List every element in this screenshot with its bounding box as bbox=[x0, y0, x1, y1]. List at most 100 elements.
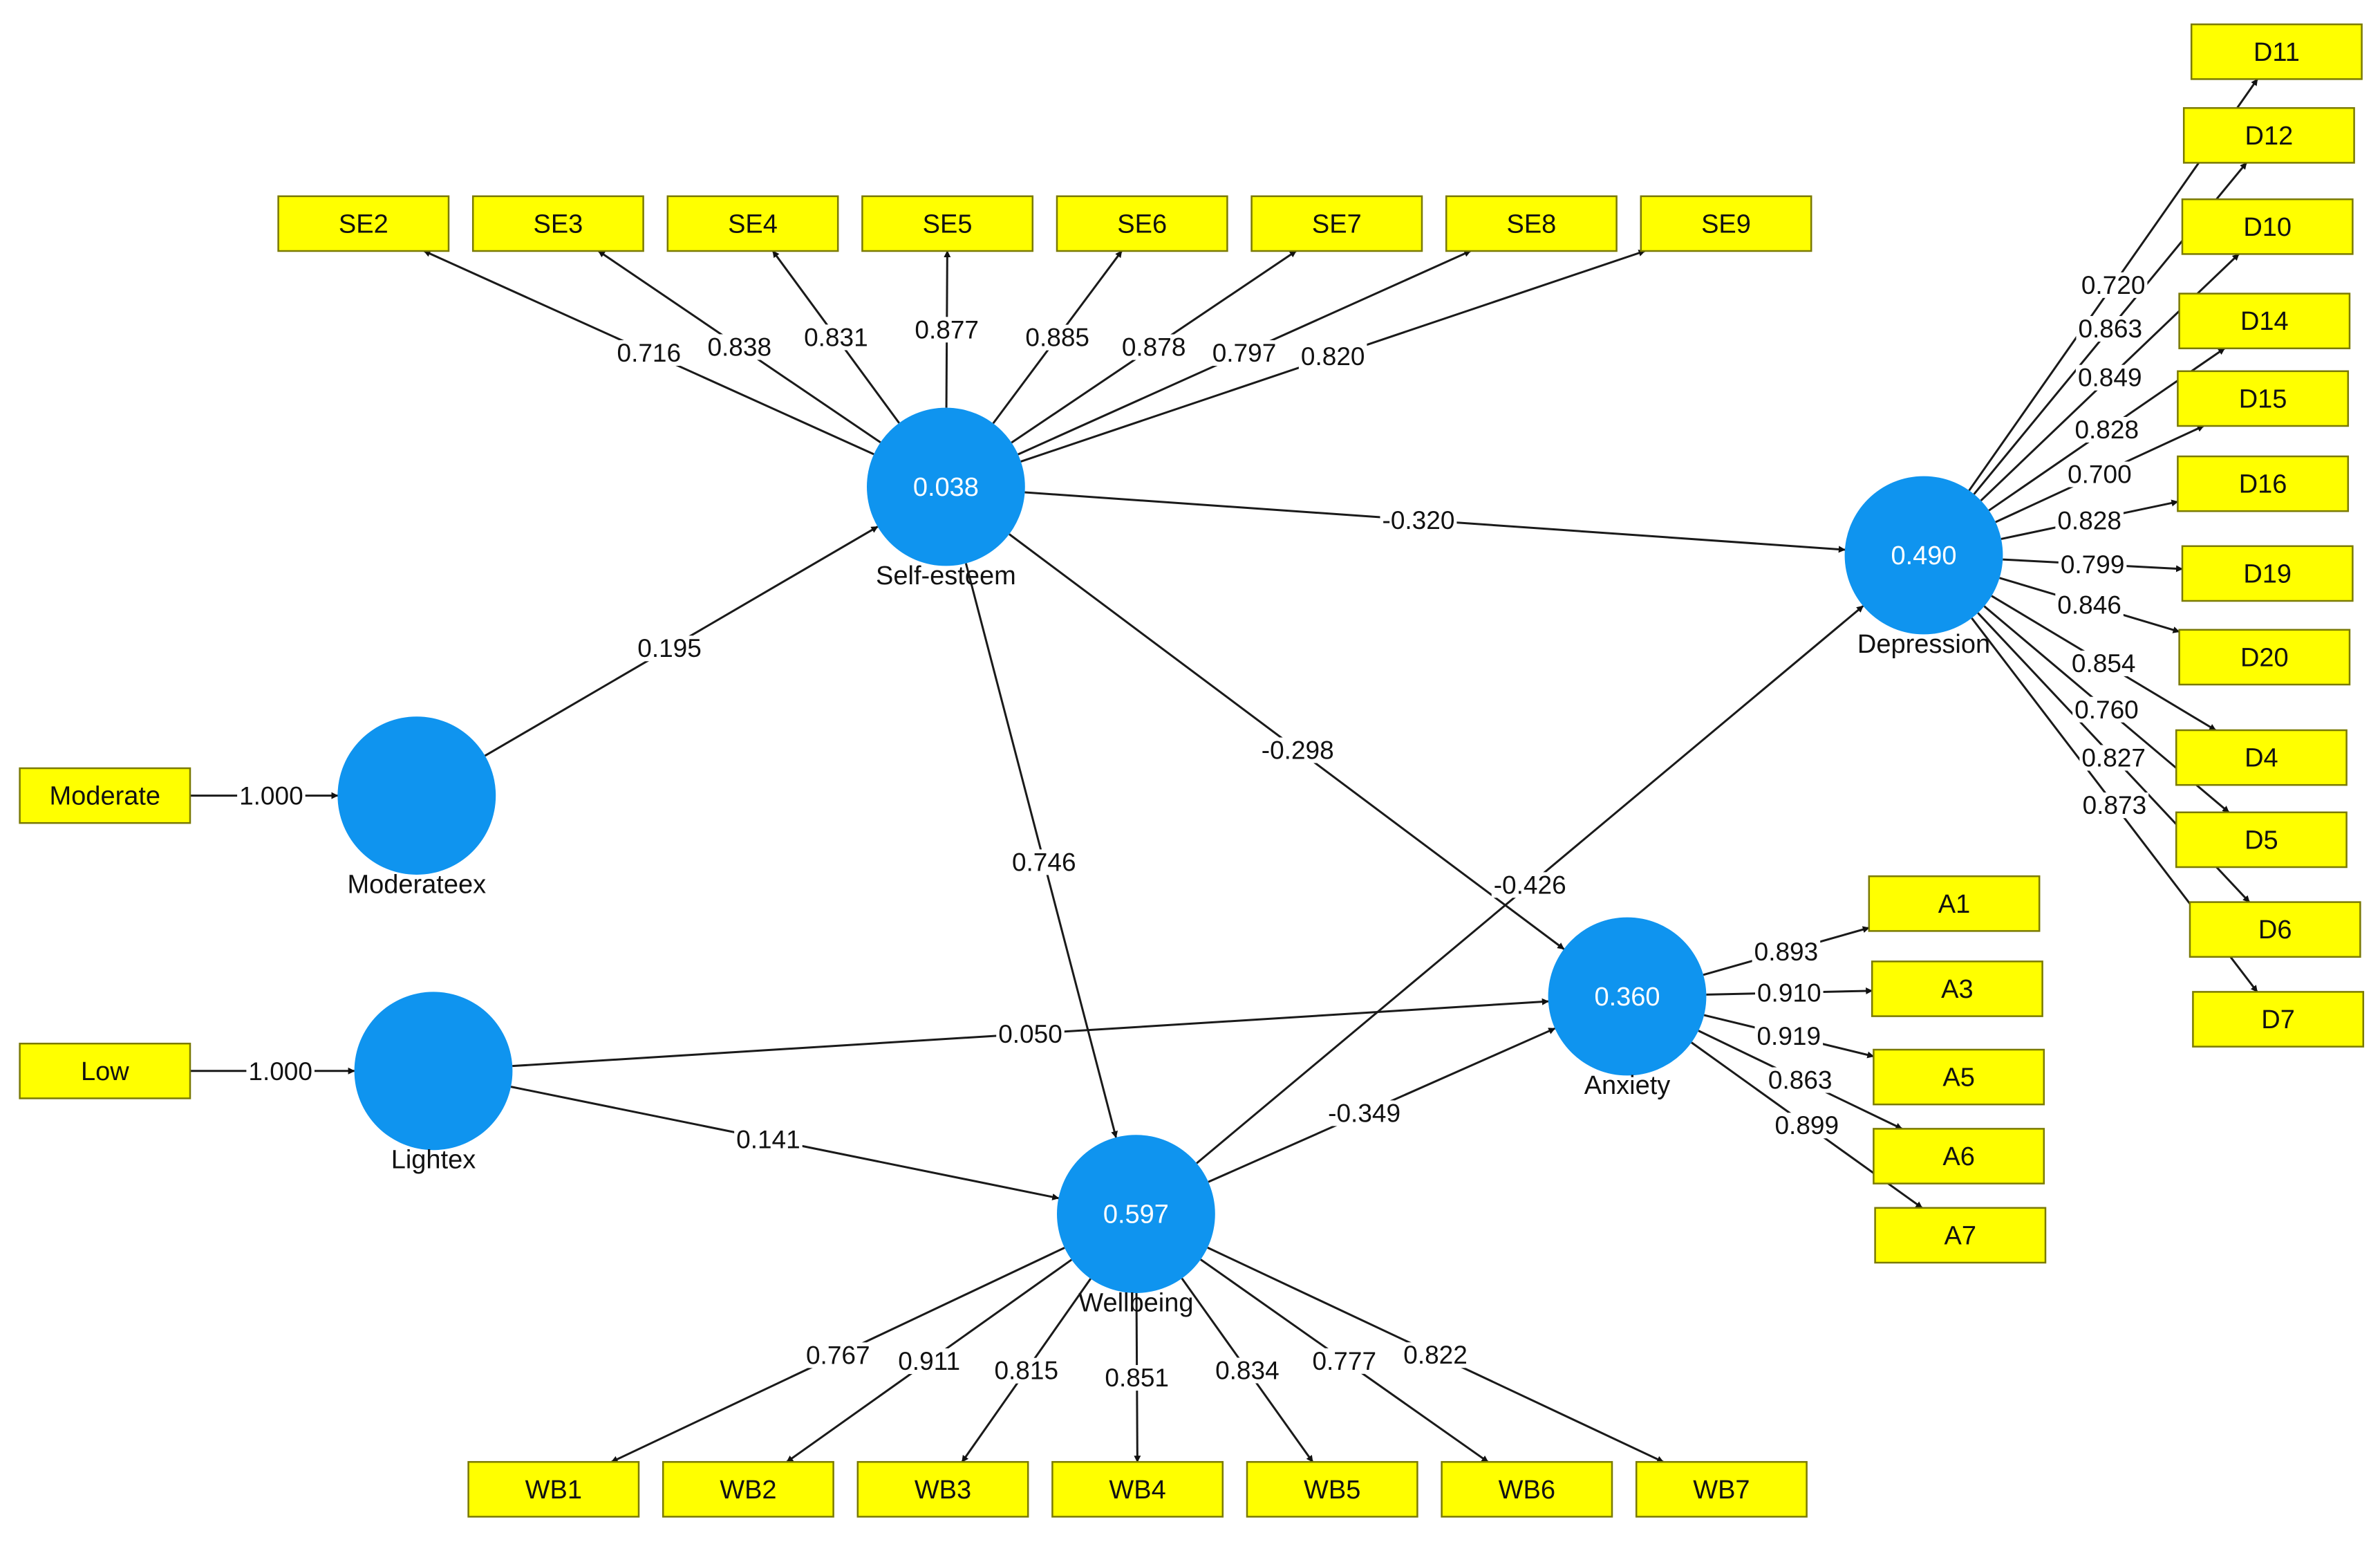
indicator-a3[interactable]: A3 bbox=[1871, 960, 2043, 1017]
loading-weight-depression-to-d14: 0.828 bbox=[2072, 416, 2142, 444]
indicator-a5[interactable]: A5 bbox=[1873, 1048, 2045, 1106]
indicator-se2[interactable]: SE2 bbox=[277, 195, 450, 252]
weight-label: 0.195 bbox=[637, 634, 702, 662]
latent-circle bbox=[337, 716, 496, 875]
indicator-wb6[interactable]: WB6 bbox=[1441, 1460, 1613, 1518]
indicator-a1[interactable]: A1 bbox=[1868, 875, 2041, 932]
indicator-box bbox=[1640, 195, 1812, 252]
weight-label-background bbox=[992, 1357, 1061, 1384]
indicator-box bbox=[2192, 991, 2365, 1048]
indicator-label: A6 bbox=[1942, 1142, 1974, 1171]
indicator-box bbox=[1635, 1460, 1808, 1518]
indicator-d7[interactable]: D7 bbox=[2192, 991, 2365, 1048]
path-weight-moderateex-to-self-esteem: 0.195 bbox=[635, 634, 704, 662]
path-weight-wellbeing-to-anxiety: -0.349 bbox=[1326, 1099, 1403, 1127]
loading-weight-depression-to-d19: 0.799 bbox=[2058, 550, 2127, 579]
indicator-box bbox=[1873, 1048, 2045, 1106]
indicator-a7[interactable]: A7 bbox=[1874, 1207, 2047, 1264]
indicator-wb5[interactable]: WB5 bbox=[1246, 1460, 1418, 1518]
indicator-se4[interactable]: SE4 bbox=[666, 195, 839, 252]
indicator-se7[interactable]: SE7 bbox=[1250, 195, 1423, 252]
weight-label-background bbox=[803, 1342, 872, 1368]
indicator-label: WB6 bbox=[1499, 1476, 1555, 1505]
indicator-box bbox=[856, 1460, 1029, 1518]
weight-label: 0.767 bbox=[806, 1341, 870, 1369]
indicator-d10[interactable]: D10 bbox=[2181, 198, 2354, 255]
loading-weight-depression-to-d11: 0.720 bbox=[2079, 271, 2148, 299]
weight-label: 0.828 bbox=[2057, 506, 2121, 535]
indicator-box bbox=[1874, 1207, 2047, 1264]
weight-label-background bbox=[2072, 416, 2142, 443]
indicator-d6[interactable]: D6 bbox=[2189, 901, 2361, 958]
indicator-a6[interactable]: A6 bbox=[1873, 1128, 2045, 1185]
loading-weight-depression-to-d16: 0.828 bbox=[2055, 506, 2124, 535]
weight-label: -0.349 bbox=[1328, 1099, 1400, 1127]
weight-label: 0.799 bbox=[2061, 550, 2125, 579]
indicator-d4[interactable]: D4 bbox=[2175, 729, 2348, 786]
weight-label-background bbox=[237, 783, 306, 809]
indicator-d14[interactable]: D14 bbox=[2178, 292, 2351, 350]
loading-weight-self-esteem-to-se7: 0.878 bbox=[1119, 333, 1188, 362]
indicator-box bbox=[666, 195, 839, 252]
indicator-se5[interactable]: SE5 bbox=[861, 195, 1034, 252]
indicator-d20[interactable]: D20 bbox=[2178, 629, 2351, 686]
indicator-se9[interactable]: SE9 bbox=[1640, 195, 1812, 252]
weight-label: 0.720 bbox=[2081, 271, 2146, 299]
indicator-label: A5 bbox=[1942, 1063, 1974, 1093]
weight-label-background bbox=[1772, 1113, 1842, 1139]
indicator-d12[interactable]: D12 bbox=[2182, 106, 2355, 164]
indicator-wb4[interactable]: WB4 bbox=[1051, 1460, 1224, 1518]
indicator-box bbox=[467, 1460, 640, 1518]
loading-weight-anxiety-to-a3: 0.910 bbox=[1754, 979, 1824, 1007]
indicator-d11[interactable]: D11 bbox=[2190, 23, 2363, 80]
indicator-label: D12 bbox=[2245, 122, 2294, 151]
weight-label-background bbox=[1103, 1365, 1172, 1391]
loading-weight-self-esteem-to-se8: 0.797 bbox=[1210, 339, 1279, 367]
indicator-box bbox=[2175, 729, 2348, 786]
indicator-d19[interactable]: D19 bbox=[2181, 545, 2354, 602]
indicator-box bbox=[2177, 455, 2350, 512]
indicator-label: D11 bbox=[2253, 38, 2300, 67]
weight-label: 0.141 bbox=[736, 1125, 800, 1153]
indicator-wb7[interactable]: WB7 bbox=[1635, 1460, 1808, 1518]
loading-weight-depression-to-d4: 0.854 bbox=[2069, 649, 2138, 678]
weight-label-background bbox=[2075, 364, 2144, 391]
latent-moderateex[interactable]: Moderateex bbox=[337, 716, 496, 899]
weight-label-background bbox=[1754, 980, 1824, 1006]
indicator-wb3[interactable]: WB3 bbox=[856, 1460, 1029, 1518]
latent-circle bbox=[354, 992, 513, 1151]
indicator-wb2[interactable]: WB2 bbox=[662, 1460, 834, 1518]
indicator-label: D5 bbox=[2245, 826, 2278, 855]
indicator-label: Moderate bbox=[50, 782, 161, 811]
indicator-wb1[interactable]: WB1 bbox=[467, 1460, 640, 1518]
indicator-se8[interactable]: SE8 bbox=[1445, 195, 1618, 252]
indicator-box bbox=[2178, 629, 2351, 686]
indicator-d15[interactable]: D15 bbox=[2177, 370, 2350, 427]
weight-label: 0.878 bbox=[1122, 333, 1186, 362]
indicator-label: WB5 bbox=[1304, 1476, 1360, 1505]
latent-circle bbox=[867, 407, 1025, 566]
indicator-label: A1 bbox=[1938, 890, 1970, 919]
indicator-box bbox=[1871, 960, 2043, 1017]
weight-label-background bbox=[734, 1126, 803, 1153]
weight-label: 0.919 bbox=[1756, 1022, 1821, 1050]
weight-label-background bbox=[2058, 551, 2127, 577]
loading-weight-wellbeing-to-wb3: 0.815 bbox=[992, 1357, 1061, 1385]
indicator-moderate[interactable]: Moderate bbox=[19, 767, 191, 824]
indicator-label: SE7 bbox=[1312, 210, 1362, 239]
indicator-se3[interactable]: SE3 bbox=[471, 195, 644, 252]
indicator-label: D4 bbox=[2245, 744, 2278, 773]
indicator-d16[interactable]: D16 bbox=[2177, 455, 2350, 512]
indicator-se6[interactable]: SE6 bbox=[1056, 195, 1228, 252]
indicator-d5[interactable]: D5 bbox=[2175, 811, 2348, 868]
weight-label-background bbox=[802, 324, 870, 351]
indicator-low[interactable]: Low bbox=[19, 1042, 191, 1099]
latent-name: Wellbeing bbox=[1078, 1288, 1193, 1317]
latent-lightex[interactable]: Lightex bbox=[354, 992, 513, 1175]
weight-label-background bbox=[1210, 340, 1279, 366]
indicator-box bbox=[1441, 1460, 1613, 1518]
